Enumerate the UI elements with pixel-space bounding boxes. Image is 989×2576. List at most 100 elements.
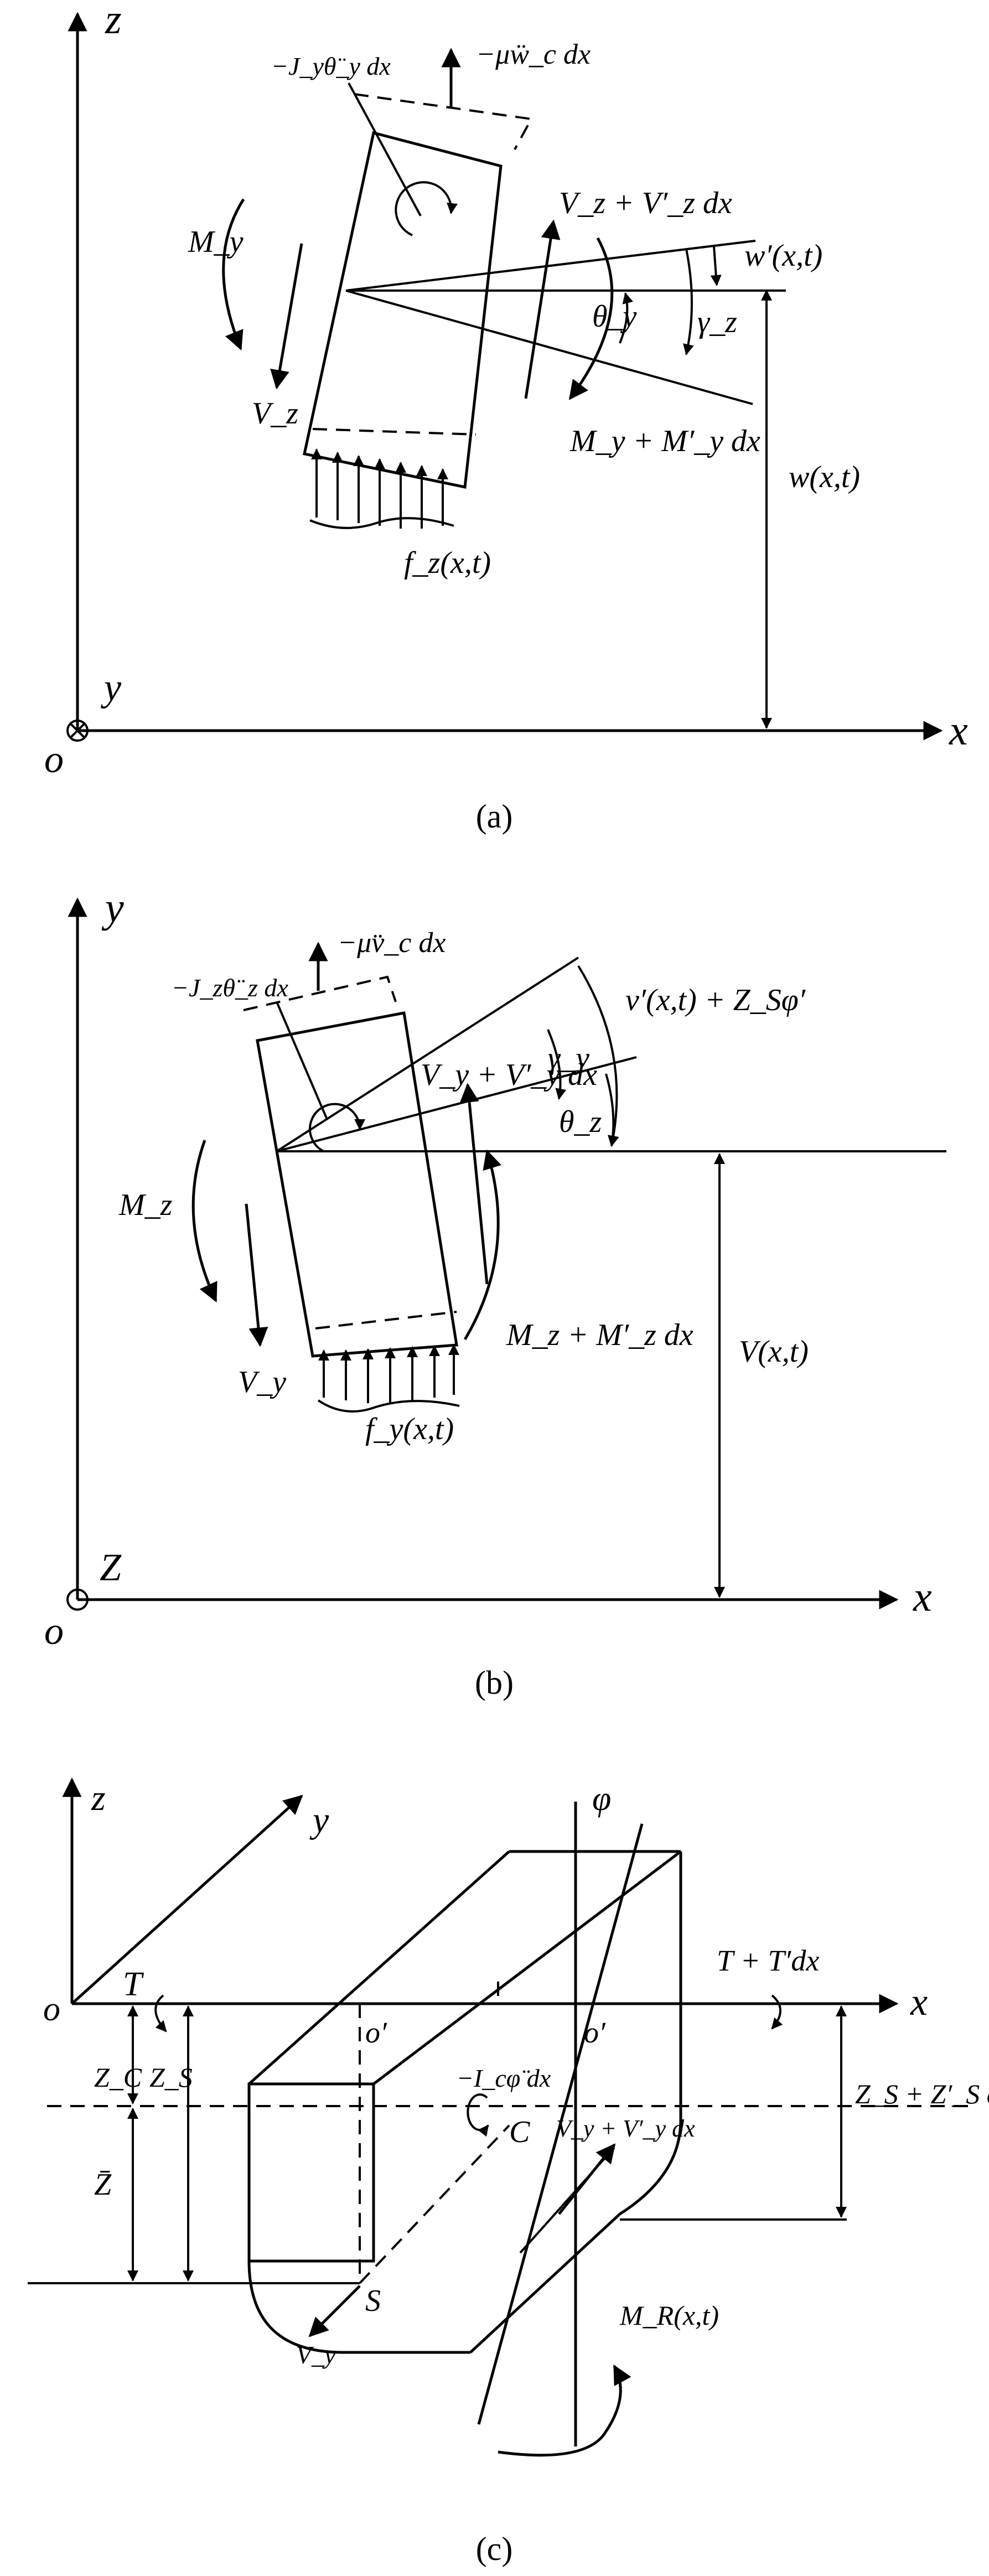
- caption-b: (b): [475, 1664, 514, 1701]
- centroid-label-c: C: [509, 2115, 530, 2149]
- shear-right-arrow-c: [558, 2143, 616, 2215]
- section-front-face: [247, 2082, 375, 2263]
- origin-label-b: o: [44, 1610, 64, 1653]
- slope-label-a: w′(x,t): [744, 239, 822, 273]
- z-axis-out-page-icon-b: [66, 1589, 89, 1611]
- normal-line-a: [345, 289, 753, 405]
- moment-right-arrow-a: [568, 237, 614, 400]
- load-label-a: f_z(x,t): [404, 546, 491, 580]
- caption-c: (c): [476, 2531, 513, 2567]
- deflection-label-b: V(x,t): [739, 1334, 809, 1369]
- shear-right-arrow-a: [524, 219, 561, 399]
- theta-label-b: θ_z: [559, 1105, 602, 1139]
- shear-left-arrow-a: [270, 243, 303, 390]
- origin-label-c: o: [43, 1990, 60, 2028]
- deformed-top-b: [243, 975, 397, 1011]
- inertia-moment-arrow-b: [309, 1103, 366, 1152]
- shear-left-arrow-b: [245, 1203, 268, 1347]
- tangent-line-a: [345, 240, 756, 292]
- load-arrows-a: [309, 448, 454, 529]
- deformed-bottom-b: [315, 1311, 457, 1330]
- section-bottom-curve: [247, 2261, 470, 2354]
- moment-left-arrow-a: [222, 198, 245, 351]
- axis-phi-label-c: φ: [592, 1780, 611, 1818]
- panel-c: z y x φ o T T +: [28, 1777, 989, 2457]
- zbar-label-c: Z̄: [94, 2168, 112, 2202]
- theta-arc-a: [619, 292, 634, 344]
- axis-x-label-b: x: [913, 1574, 932, 1620]
- load-label-b: f_y(x,t): [365, 1412, 454, 1446]
- moment-arrow-c: [498, 2364, 631, 2457]
- axis-y-label-c: y: [309, 1800, 329, 1840]
- axis-z-label-a: z: [105, 0, 122, 43]
- zs-label-c: Z_S: [149, 2062, 193, 2093]
- slope-arc-b: [577, 965, 619, 1147]
- tangent-line-b: [276, 956, 579, 1152]
- deformed-bottom-a: [312, 428, 477, 436]
- shear-right-label-c: V_y + V′_y dx: [556, 2115, 695, 2142]
- shear-center-label-c: S: [365, 2284, 381, 2318]
- load-arrows-b: [317, 1344, 460, 1413]
- shear-left-arrow-c: [308, 2285, 361, 2337]
- section-top-edge-right: [372, 1850, 682, 2085]
- moment-label-c: M_R(x,t): [619, 2300, 719, 2331]
- moment-right-label-a: M_y + M′_y dx: [569, 424, 760, 458]
- panel-a: z x y o −μẅ_c dx −J_yθ̈_y dx M_y V_z: [44, 0, 968, 781]
- torque-left-arrow-c: [154, 1994, 167, 2032]
- inertia-moment-leader-b: [276, 1001, 328, 1119]
- gamma-label-a: γ_z: [697, 305, 737, 339]
- caption-a: (a): [476, 798, 513, 835]
- inertia-moment-label-a: −J_yθ̈_y dx: [271, 52, 391, 80]
- y-axis-into-page-icon-a: [66, 720, 89, 742]
- axis-y-label-a: y: [101, 666, 122, 709]
- axis-y-label-b: y: [101, 884, 124, 931]
- zs-right-label-c: Z_S + Z′_S dx: [855, 2078, 989, 2109]
- inertia-moment-leader-a: [348, 82, 422, 216]
- inertia-moment-label-b: −J_zθ̈_z dx: [172, 974, 288, 1002]
- section-top-edge-left: [248, 1850, 510, 2085]
- slope-label-b: v′(x,t) + Z_Sφ′: [625, 983, 806, 1017]
- axis-x-label-c: x: [910, 1981, 928, 2024]
- moment-left-label-b: M_z: [118, 1188, 173, 1222]
- slope-mark-a: [710, 246, 722, 286]
- torque-right-arrow-c: [771, 1994, 783, 2030]
- oprime-right-label-c: o′: [584, 2016, 606, 2049]
- shear-right-arrow-b: [459, 1083, 489, 1285]
- moment-right-label-b: M_z + M′_z dx: [506, 1318, 693, 1352]
- moment-right-arrow-b: [463, 1149, 501, 1341]
- shear-left-label-b: V_y: [238, 1365, 286, 1399]
- dashed-diagonal-c: [359, 2124, 510, 2284]
- panel-b: y x Z o −μv̈_c dx −J_zθ̈_z dx M_z V_y V_…: [44, 884, 946, 1653]
- inertia-moment-arrow-a: [395, 181, 458, 236]
- deformed-top-a: [354, 93, 534, 150]
- shear-right-label-a: V_z + V′_z dx: [559, 186, 732, 220]
- shear-left-label-a: V_z: [252, 396, 298, 431]
- inertia-force-label-a: −μẅ_c dx: [476, 39, 591, 70]
- oprime-left-label-c: o′: [365, 2016, 387, 2049]
- theta-arc-b: [605, 1073, 619, 1147]
- axis-z-label-b: Z: [100, 1546, 122, 1589]
- cross-mark-a2: [69, 722, 86, 739]
- beam-element-a: [303, 131, 503, 489]
- zc-label-c: Z_C: [94, 2062, 142, 2093]
- section-right-curve: [469, 2119, 682, 2353]
- torque-left-label-c: T: [123, 1965, 144, 2003]
- inertia-force-label-b: −μv̈_c dx: [338, 927, 446, 959]
- theta-label-a: θ_y: [592, 299, 637, 334]
- shear-angle-line-b: [276, 1056, 637, 1152]
- shear-left-label-c: V_y: [296, 2341, 336, 2369]
- deflection-label-a: w(x,t): [789, 460, 860, 494]
- gamma-arc-b: [547, 1029, 567, 1100]
- rotation-axis-line: [477, 1823, 644, 2425]
- axis-x-label-a: x: [949, 707, 968, 754]
- moment-left-arrow-b: [191, 1140, 218, 1303]
- moment-left-label-a: M_y: [188, 225, 244, 259]
- inertia-moment-arrow-c: [467, 2093, 489, 2137]
- inertia-moment-label-c: −I_cφ̈ dx: [457, 2064, 551, 2092]
- gamma-arc-a: [683, 249, 694, 355]
- origin-label-a: o: [44, 738, 64, 781]
- axis-z-label-c: z: [91, 1778, 106, 1818]
- y-axis-c: [71, 1794, 303, 2005]
- gamma-label-b: γ_y: [548, 1041, 589, 1075]
